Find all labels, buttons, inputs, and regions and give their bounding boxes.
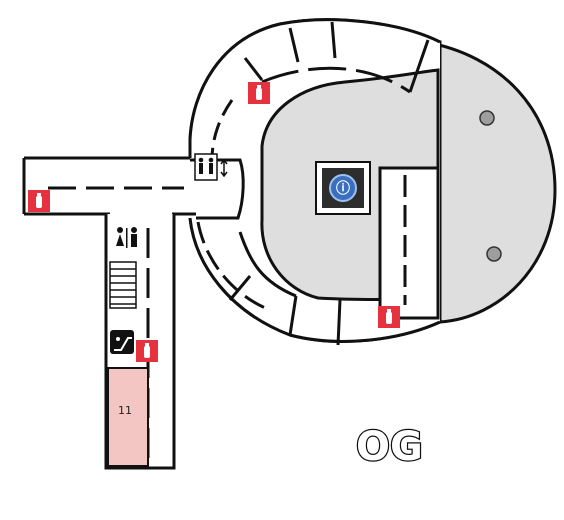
ring-rooms-band (243, 21, 430, 93)
room-11[interactable] (107, 367, 149, 467)
elevator-icon[interactable] (220, 158, 228, 178)
right-room-strip (378, 166, 440, 320)
room-11-label: 11 (118, 404, 132, 417)
ring-lower-band-wall (228, 231, 342, 346)
info-point-icon[interactable] (329, 174, 357, 202)
ring-inner-band-wall (261, 66, 411, 94)
atrium-area (424, 40, 557, 324)
restroom-icon[interactable] (194, 153, 218, 181)
left-corridor (24, 158, 204, 214)
connector-walls (190, 158, 245, 220)
ring-lower-inner-wall (196, 221, 271, 312)
fire-extinguisher-icon (28, 190, 50, 212)
fire-extinguisher-icon (136, 340, 158, 362)
svg-text:ⓘ: ⓘ (336, 180, 350, 197)
column-marker (486, 246, 502, 262)
stairs-icon (109, 261, 137, 309)
column-marker (479, 110, 495, 126)
restroom-icon[interactable] (116, 227, 137, 248)
fire-extinguisher-icon (378, 306, 400, 328)
fire-extinguisher-icon (248, 82, 270, 104)
escalator-icon[interactable] (110, 330, 134, 354)
floor-label: OG (356, 424, 423, 470)
